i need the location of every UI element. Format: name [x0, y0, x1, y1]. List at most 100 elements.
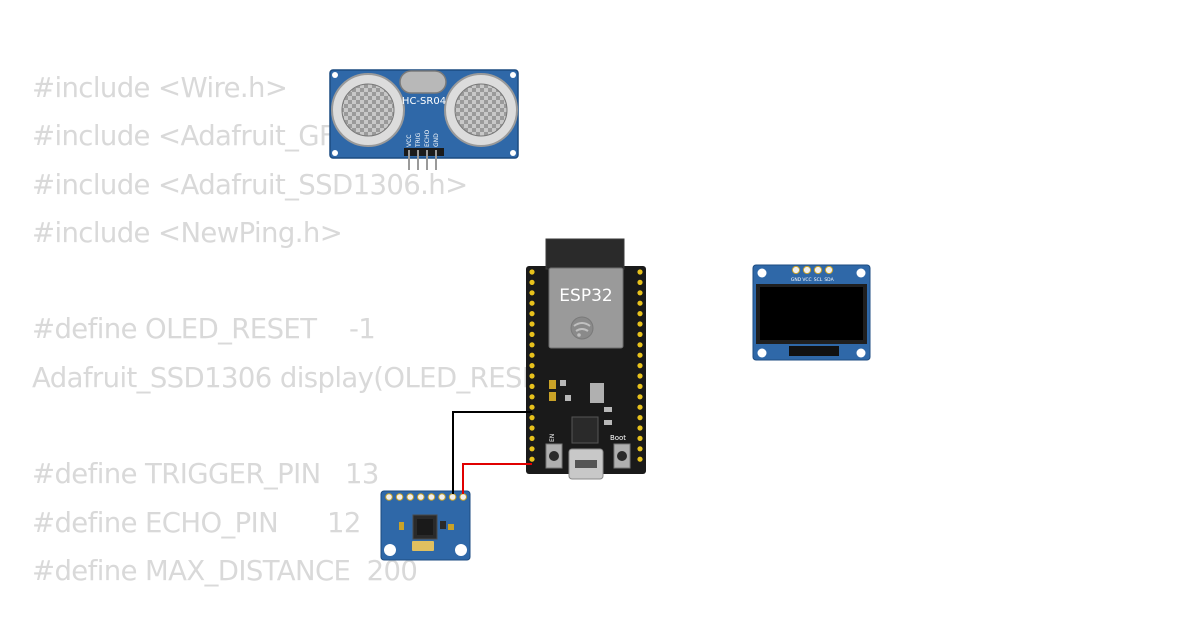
pin-pad — [637, 425, 643, 431]
hc-sr04-sensor[interactable]: HC-SR04 VCC TRIG ECHO GND — [329, 69, 519, 170]
oled-screen — [760, 287, 863, 340]
oled-ssd1306-display[interactable]: GND VCC SCL SDA — [752, 264, 871, 361]
pin-pad — [385, 493, 393, 501]
pin-pad — [529, 446, 535, 452]
code-line: #include <Adafruit_SSD1306.h> — [32, 168, 468, 201]
en-button-label: EN — [549, 434, 556, 442]
usb-uart-chip — [571, 416, 599, 444]
pin-pad — [637, 456, 643, 462]
oled-ribbon-cable — [789, 346, 839, 356]
pin-pad — [529, 300, 535, 306]
pin-pad — [637, 446, 643, 452]
pin-pad — [448, 493, 457, 501]
pin-pad — [529, 435, 535, 441]
oled-pin-gnd: GND — [791, 277, 802, 283]
pin-pad — [529, 363, 535, 369]
pin-label-echo: ECHO — [424, 130, 431, 147]
en-button[interactable] — [545, 443, 563, 469]
pin-pad — [637, 383, 643, 389]
pin-pad — [438, 493, 446, 501]
pin-pad — [395, 493, 404, 501]
mount-hole — [332, 150, 338, 156]
pin-pad — [637, 290, 643, 296]
code-line: #define ECHO_PIN 12 — [32, 506, 361, 539]
mpu6050-pin-header — [385, 493, 468, 501]
chip-die — [417, 519, 433, 535]
pin-pad — [637, 331, 643, 337]
mount-hole — [510, 72, 516, 78]
pin-pad — [406, 493, 415, 501]
left-transducer — [331, 73, 405, 147]
wroom-module — [548, 267, 624, 349]
oled-pin-vcc: VCC — [802, 277, 811, 283]
smd-component — [560, 380, 566, 386]
pin-pad — [637, 404, 643, 410]
pin-pad — [637, 394, 643, 400]
pin-pad — [529, 425, 535, 431]
usb-opening — [575, 460, 597, 468]
regulator — [412, 541, 434, 551]
smd-component — [448, 524, 454, 530]
pin-pad — [637, 311, 643, 317]
esp32-left-pin-header — [529, 269, 535, 462]
pin-pad — [529, 373, 535, 379]
pin-pad — [427, 493, 436, 501]
antenna — [545, 238, 625, 270]
smd-component — [565, 395, 571, 401]
pin-pad — [529, 311, 535, 317]
espressif-logo-icon — [570, 316, 594, 340]
esp32-label: ESP32 — [559, 286, 612, 306]
pin-pad — [637, 321, 643, 327]
mount-hole — [757, 348, 767, 358]
pin-pad — [637, 352, 643, 358]
pin-pad — [637, 435, 643, 441]
oled-pin-sda: SDA — [824, 277, 834, 283]
smd-component — [549, 380, 556, 389]
mpu6050-sensor[interactable] — [380, 490, 471, 561]
mount-hole — [856, 348, 866, 358]
code-line: Adafruit_SSD1306 display(OLED_RESET); — [32, 361, 574, 394]
smd-component — [549, 392, 556, 401]
pin-pad — [529, 290, 535, 296]
smd-component — [399, 522, 404, 530]
pin-pad — [637, 415, 643, 421]
pin-pad — [637, 269, 643, 275]
pin-header — [404, 148, 444, 156]
crystal-oscillator — [399, 70, 447, 94]
pin-label-vcc: VCC — [406, 135, 413, 147]
pin-pad — [529, 331, 535, 337]
smd-component — [604, 420, 612, 425]
wire-vcc-red[interactable] — [462, 463, 532, 494]
pin-pad — [529, 321, 535, 327]
code-line: #include <Wire.h> — [32, 72, 288, 104]
pin-label-trig: TRIG — [415, 132, 422, 148]
code-line: #define TRIGGER_PIN 13 — [32, 458, 379, 491]
smd-component — [440, 521, 446, 529]
code-line: #include <NewPing.h> — [32, 216, 343, 249]
boot-button[interactable] — [613, 443, 631, 469]
pin-pad — [637, 300, 643, 306]
voltage-regulator — [590, 383, 604, 403]
boot-button-label: Boot — [610, 434, 626, 442]
pin-pad — [637, 363, 643, 369]
oled-pin-scl: SCL — [814, 277, 823, 283]
pin-pad — [529, 352, 535, 358]
mount-hole — [757, 268, 767, 278]
pin-pad — [417, 493, 425, 501]
wire-gnd-black[interactable] — [452, 411, 532, 494]
oled-pin-pads — [791, 265, 834, 275]
esp32-right-pin-header — [637, 269, 643, 462]
pin-pad — [529, 394, 535, 400]
right-transducer — [444, 73, 518, 147]
pin-label-gnd: GND — [433, 133, 440, 147]
smd-component — [604, 407, 612, 412]
mount-hole — [455, 544, 467, 556]
esp32-devkit-board[interactable]: ESP32 EN Boot — [526, 238, 646, 480]
mount-hole — [384, 544, 396, 556]
pin-pad — [529, 342, 535, 348]
code-line: #define OLED_RESET -1 — [32, 313, 376, 346]
pin-pad — [529, 404, 535, 410]
pin-pad — [529, 383, 535, 389]
pin-pad — [459, 493, 468, 501]
